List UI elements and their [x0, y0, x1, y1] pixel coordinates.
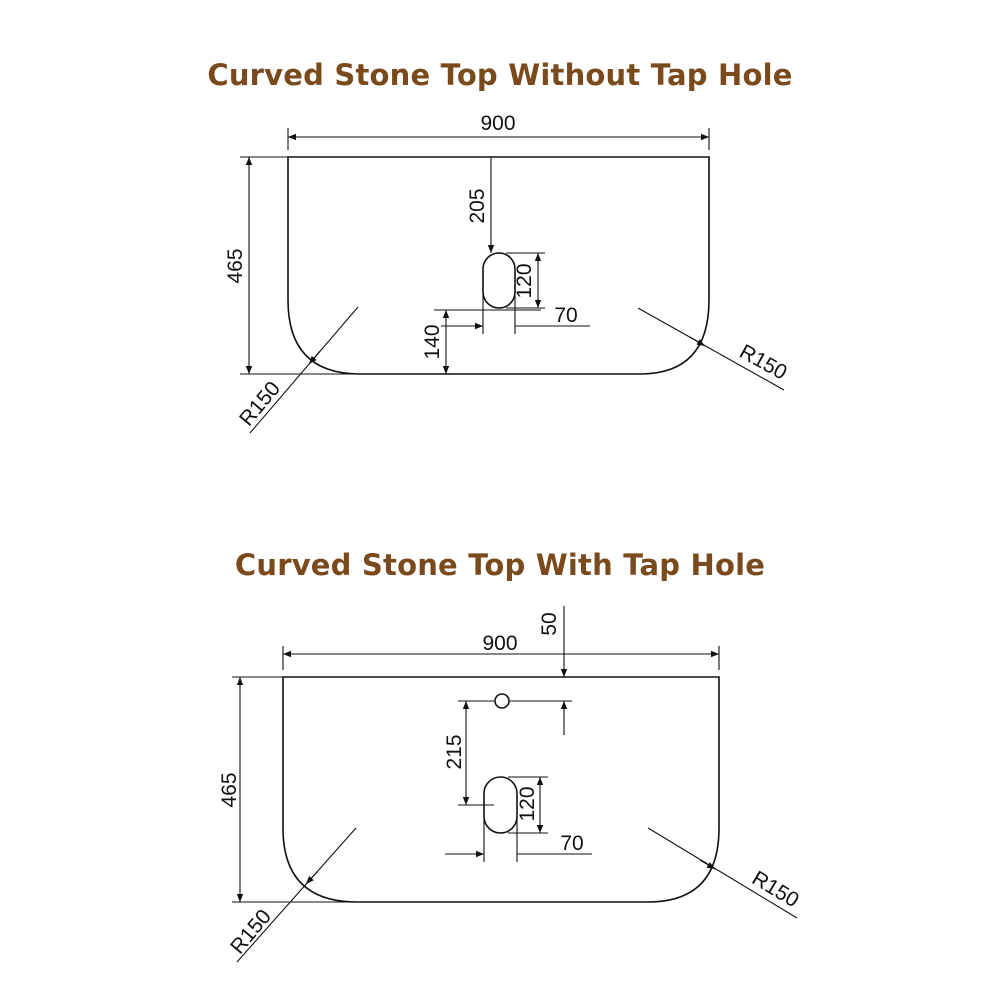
hole-width-label: 70	[560, 832, 583, 855]
stone-top-outline	[287, 156, 710, 375]
radius-left-label: R150	[226, 905, 276, 958]
radius-right-leader	[647, 827, 798, 919]
radius-left-leader	[249, 306, 359, 434]
tap-from-top-label: 50	[538, 612, 561, 635]
radius-left-arrow	[305, 870, 319, 885]
depth-label: 465	[224, 248, 247, 283]
radius-right-leader	[637, 307, 785, 391]
tap-hole	[494, 693, 510, 709]
drawing-without-tap-hole: 900 465 205 120 70 140 R150 R150	[224, 112, 791, 434]
radius-left-label: R150	[235, 377, 285, 430]
tap-to-waste-label: 215	[443, 734, 466, 769]
hole-width-label: 70	[554, 304, 577, 327]
width-label: 900	[482, 632, 517, 655]
hole-height-label: 120	[513, 263, 536, 298]
depth-label: 465	[218, 772, 241, 807]
drawing-title-without-tap-hole: Curved Stone Top Without Tap Hole	[207, 58, 793, 92]
stone-top-outline	[282, 676, 720, 903]
drawing-title-with-tap-hole: Curved Stone Top With Tap Hole	[234, 548, 766, 582]
radius-right-arrow	[689, 336, 706, 347]
radius-left-leader	[236, 827, 357, 963]
drawing-with-tap-hole: 900 465 50 215 120 70 R150	[218, 606, 803, 963]
waste-hole	[482, 252, 516, 309]
width-label: 900	[480, 112, 515, 135]
waste-from-top-label: 205	[466, 188, 489, 223]
waste-from-bottom-label: 140	[421, 324, 444, 359]
radius-left-arrow	[308, 350, 321, 365]
radius-right-arrow	[699, 859, 716, 870]
hole-height-label: 120	[516, 786, 539, 821]
